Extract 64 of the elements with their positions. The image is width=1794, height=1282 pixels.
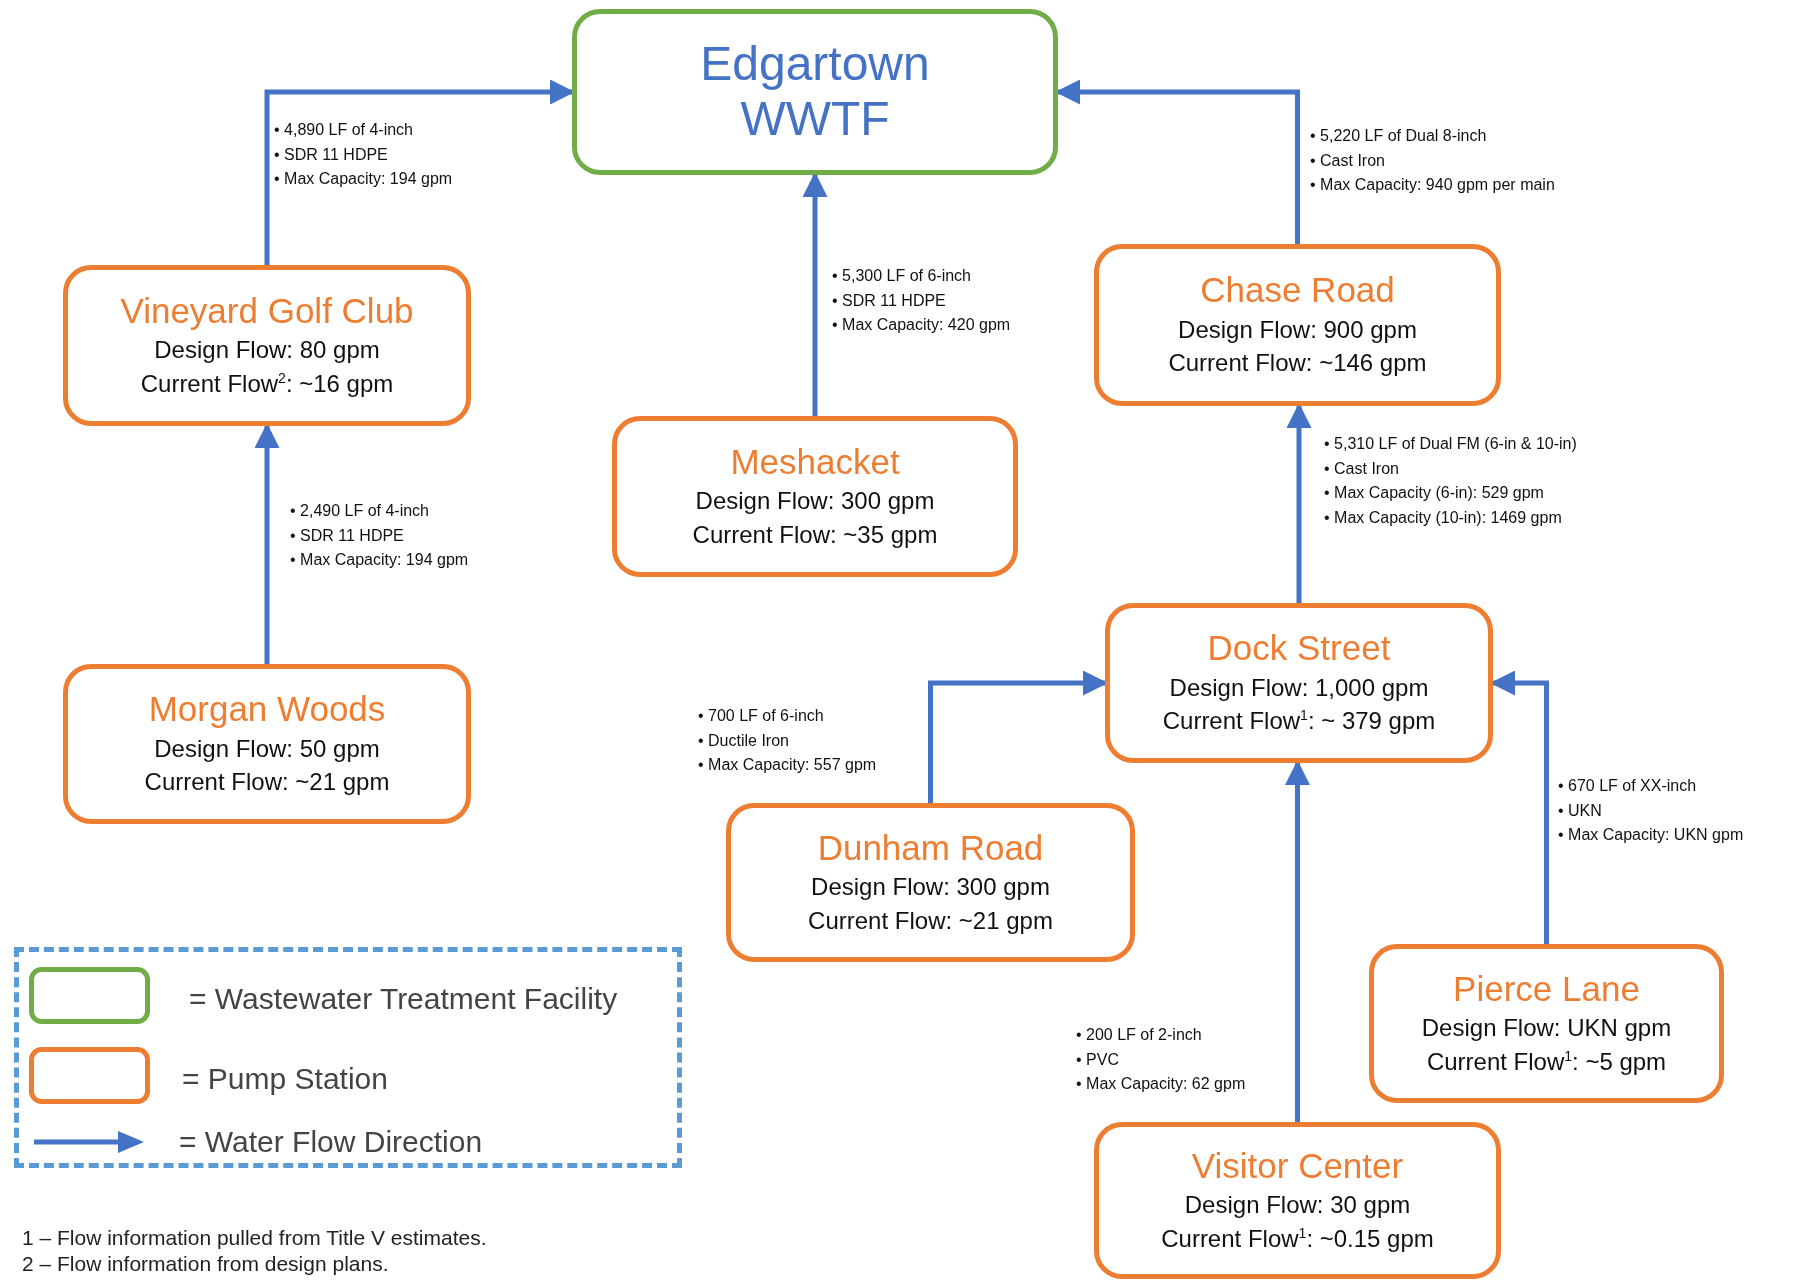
flow-text: Current Flow: ~21 gpm <box>144 767 390 798</box>
pipe-spec-text: • 5,310 LF of Dual FM (6-in & 10-in) <box>1324 434 1577 454</box>
pump-station-box <box>1094 1122 1501 1279</box>
pipe-spec-text: • Max Capacity: 194 gpm <box>274 169 453 189</box>
flow-text: Design Flow: 30 gpm <box>1184 1190 1411 1221</box>
pipe-spec-text: • Max Capacity: 940 gpm per main <box>1310 175 1555 195</box>
legend-text: = Wastewater Treatment Facility <box>189 982 618 1015</box>
flow-text: Current Flow$^{1}$: ~ 379 gpm <box>1162 706 1436 737</box>
pipe-spec-text: • SDR 11 HDPE <box>832 290 947 311</box>
pipe-spec-text: • UKN <box>1558 800 1603 821</box>
footnote: 2 – Flow information from design plans. <box>22 1252 389 1276</box>
flow-text: Design Flow: 300 gpm <box>811 872 1050 903</box>
pipe-spec-text: • 700 LF of 6-inch <box>698 706 825 726</box>
pipe-spec-text: • 200 LF of 2-inch <box>1076 1025 1203 1045</box>
station-name: Visitor Center <box>1191 1145 1404 1187</box>
pipe-spec-text: • SDR 11 HDPE <box>274 144 389 165</box>
pump-station-box <box>726 803 1135 962</box>
pipe-spec-text: • 670 LF of XX-inch <box>1558 776 1698 796</box>
pipe-spec-text: • PVC <box>1076 1049 1120 1070</box>
pipe-spec-text: • Cast Iron <box>1310 150 1386 171</box>
flow-text: Design Flow: 300 gpm <box>695 486 935 517</box>
station-name: Meshacket <box>730 441 900 483</box>
pump-station-box <box>1369 944 1724 1103</box>
flow-text: Design Flow: 80 gpm <box>154 335 380 366</box>
pump-station-box <box>612 416 1018 577</box>
flow-text: Design Flow: 900 gpm <box>1178 314 1417 345</box>
pipe-spec-text: • Ductile Iron <box>698 730 790 751</box>
pump-station-box <box>1105 603 1493 763</box>
legend-text: = Pump Station <box>182 1062 388 1095</box>
pipe-spec-text: • Max Capacity (10-in): 1469 gpm <box>1324 507 1563 528</box>
flow-text: Current Flow$^{1}$: ~0.15 gpm <box>1161 1223 1434 1254</box>
flow-text: Design Flow: 50 gpm <box>154 733 380 764</box>
station-name: Morgan Woods <box>148 689 386 730</box>
pump-station-box <box>1094 244 1501 406</box>
flow-text: Current Flow$^{1}$: ~5 gpm <box>1426 1046 1667 1077</box>
pump-station-box <box>63 664 471 824</box>
pipe-spec-text: • 4,890 LF of 4-inch <box>274 120 414 140</box>
flow-text: Current Flow: ~35 gpm <box>692 519 938 550</box>
station-name: Edgartown WWTF <box>699 35 931 147</box>
pipe-spec-text: • 5,220 LF of Dual 8-inch <box>1310 126 1488 146</box>
footnote: 1 – Flow information pulled from Title V estimates. <box>22 1226 487 1250</box>
station-name: Dock Street <box>1207 628 1391 669</box>
pipe-spec-text: • 5,300 LF of 6-inch <box>832 266 972 286</box>
flow-text: Current Flow$^{2}$: ~16 gpm <box>140 368 394 399</box>
flow-text: Design Flow: UKN gpm <box>1421 1013 1672 1044</box>
pipe-spec-text: • Max Capacity (6-in): 529 gpm <box>1324 483 1545 503</box>
flow-text: Design Flow: 1,000 gpm <box>1169 672 1429 703</box>
flow-text: Current Flow: ~21 gpm <box>808 905 1053 936</box>
pipe-spec-text: • Max Capacity: 62 gpm <box>1076 1074 1246 1094</box>
pipe-spec-text: • SDR 11 HDPE <box>290 525 405 546</box>
legend-text: = Water Flow Direction <box>179 1125 483 1158</box>
pipe-spec-text: • Max Capacity: 420 gpm <box>832 315 1011 335</box>
flow-text: Current Flow: ~146 gpm <box>1168 348 1427 379</box>
treatment-facility-box <box>572 9 1058 175</box>
station-name: Dunham Road <box>817 827 1044 869</box>
pipe-spec-text: • Max Capacity: 194 gpm <box>290 550 469 570</box>
station-name: Vineyard Golf Club <box>120 290 414 332</box>
pipe-spec-text: • 2,490 LF of 4-inch <box>290 501 430 521</box>
pipe-spec-text: • Max Capacity: 557 gpm <box>698 755 877 775</box>
station-name: Pierce Lane <box>1453 968 1640 1010</box>
pipe-spec-text: • Cast Iron <box>1324 458 1400 479</box>
pump-station-box <box>63 265 471 426</box>
station-name: Chase Road <box>1200 270 1395 311</box>
pipe-spec-text: • Max Capacity: UKN gpm <box>1558 825 1744 845</box>
